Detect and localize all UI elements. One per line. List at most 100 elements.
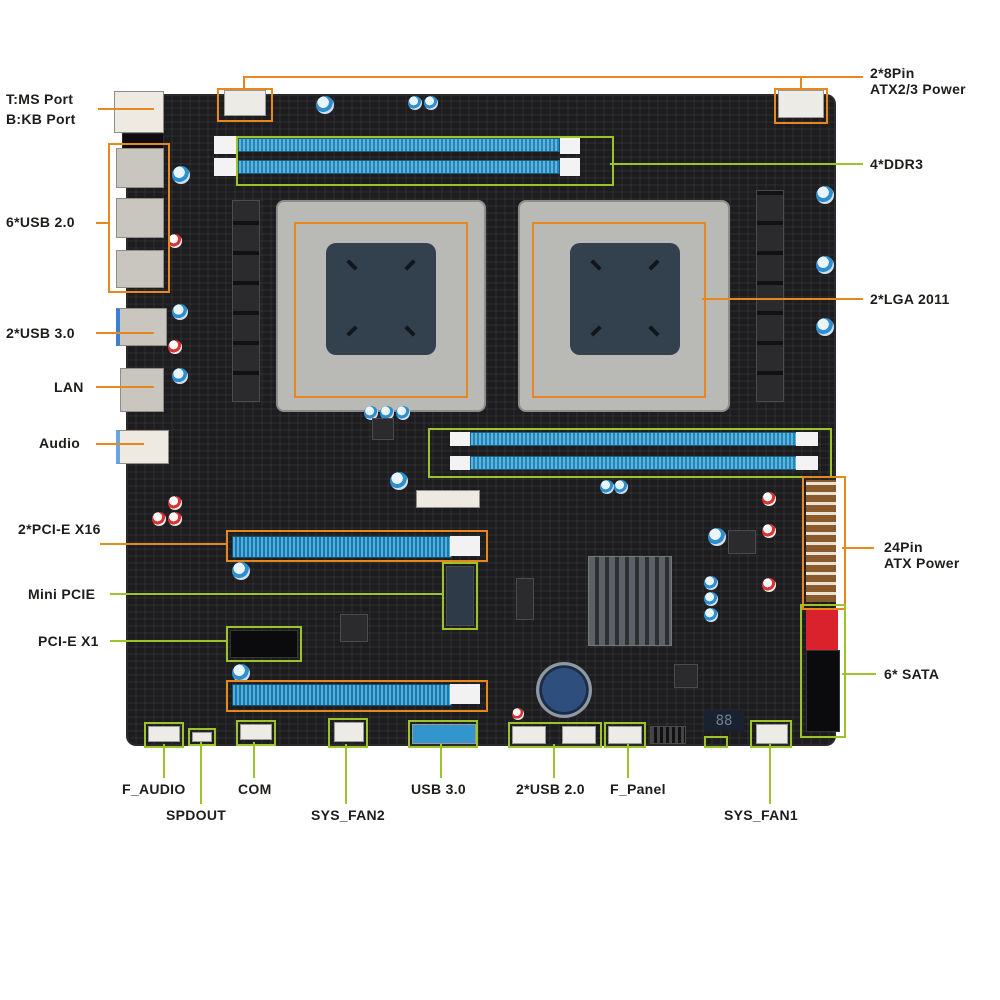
audio-jack-block (116, 430, 169, 464)
cpu-socket-2-cover (570, 243, 680, 355)
com-header (240, 724, 272, 740)
callout-line (98, 108, 154, 110)
callout-box-ddr3-top (236, 136, 614, 186)
vrm-choke-column-right (756, 190, 784, 402)
usb2-port-stack-2 (116, 198, 164, 238)
callout-line (200, 742, 202, 804)
ic-chip (372, 418, 394, 440)
label-sys-fan1: SYS_FAN1 (724, 807, 798, 823)
label-kb-port: B:KB Port (6, 111, 76, 127)
callout-box-sys-fan2 (328, 718, 368, 748)
pcie-latch (450, 536, 480, 556)
callout-box-pcie-x16-2 (226, 680, 488, 712)
capacitor-red (152, 512, 166, 526)
callout-box-sata (800, 604, 846, 738)
callout-box-mini-pcie (442, 562, 478, 630)
board-sticker (416, 490, 480, 508)
capacitor-red (762, 492, 776, 506)
ddr3-slot-1 (238, 138, 560, 152)
label-ms-port: T:MS Port (6, 91, 74, 107)
capacitor (614, 480, 628, 494)
label-8pin-line2: ATX2/3 Power (870, 81, 966, 97)
dimm-latch (450, 432, 470, 446)
callout-box-f-panel (604, 722, 646, 748)
dimm-latch (796, 432, 818, 446)
callout-line (110, 593, 443, 595)
callout-box-usb2-headers (508, 722, 602, 748)
mini-pcie-slot (446, 566, 474, 626)
dimm-latch (214, 158, 236, 176)
callout-line (800, 76, 802, 89)
capacitor (172, 304, 188, 320)
callout-line (553, 744, 555, 778)
lan-port (120, 368, 164, 412)
callout-line (610, 163, 863, 165)
label-usb3: 2*USB 3.0 (6, 325, 75, 341)
capacitor (172, 368, 188, 384)
callout-line (163, 744, 165, 778)
label-mini-pcie: Mini PCIE (28, 586, 96, 602)
callout-box-lga-1 (294, 222, 468, 398)
callout-line (243, 76, 863, 78)
callout-line (769, 744, 771, 804)
pcie-x16-slot-1 (232, 536, 452, 558)
callout-line (842, 673, 876, 675)
callout-line (702, 298, 863, 300)
label-f-audio: F_AUDIO (122, 781, 186, 797)
label-usb3-header: USB 3.0 (411, 781, 467, 797)
ddr3-slot-4 (470, 456, 798, 470)
callout-box-usb3-header (408, 720, 478, 748)
callout-box-ddr3-bottom (428, 428, 832, 478)
ic-chip (674, 664, 698, 688)
callout-line (345, 744, 347, 804)
callout-line (96, 332, 154, 334)
label-sys-fan2: SYS_FAN2 (311, 807, 385, 823)
ps2-port (114, 91, 164, 133)
capacitor (408, 96, 422, 110)
capacitor (316, 96, 334, 114)
callout-box-8pin-1 (217, 88, 273, 122)
label-pcie-x1: PCI-E X1 (38, 633, 99, 649)
capacitor (600, 480, 614, 494)
callout-line (243, 76, 245, 89)
cpu-socket-1-cover (326, 243, 436, 355)
callout-box-atx24 (802, 476, 846, 610)
label-usb2-headers: 2*USB 2.0 (516, 781, 585, 797)
capacitor (396, 406, 410, 420)
callout-line (100, 543, 227, 545)
vrm-choke-column-left (232, 200, 260, 402)
dimm-latch (214, 136, 236, 154)
pcie-x1-slot (230, 630, 298, 658)
label-usb2: 6*USB 2.0 (6, 214, 75, 230)
label-atx24-line1: 24Pin (884, 539, 923, 555)
f-panel-header (608, 726, 642, 744)
callout-box-pcie-x1 (226, 626, 302, 662)
label-pcie-x16: 2*PCI-E X16 (18, 521, 101, 537)
sata-port-black (806, 650, 840, 732)
usb3-header (412, 724, 476, 744)
capacitor (816, 186, 834, 204)
callout-line (627, 744, 629, 778)
callout-box-lga-2 (532, 222, 706, 398)
ic-chip (728, 530, 756, 554)
ic-chip (340, 614, 368, 642)
label-lga: 2*LGA 2011 (870, 291, 950, 307)
capacitor (390, 472, 408, 490)
sys-fan1-header (756, 724, 788, 744)
callout-line (440, 744, 442, 778)
dimm-latch (560, 158, 580, 176)
callout-line (253, 742, 255, 778)
label-sata: 6* SATA (884, 666, 940, 682)
f-audio-header (148, 726, 180, 742)
capacitor (816, 318, 834, 336)
callout-box-pcie-x16-1 (226, 530, 488, 562)
label-8pin-line1: 2*8Pin (870, 65, 915, 81)
label-com: COM (238, 781, 272, 797)
capacitor (704, 576, 718, 590)
usb2-port-stack-3 (116, 250, 164, 288)
capacitor (424, 96, 438, 110)
chipset-heatsink (588, 556, 672, 646)
cpu-8pin-power-1 (224, 90, 266, 116)
ic-chip (516, 578, 534, 620)
usb2-header-1 (512, 726, 546, 744)
